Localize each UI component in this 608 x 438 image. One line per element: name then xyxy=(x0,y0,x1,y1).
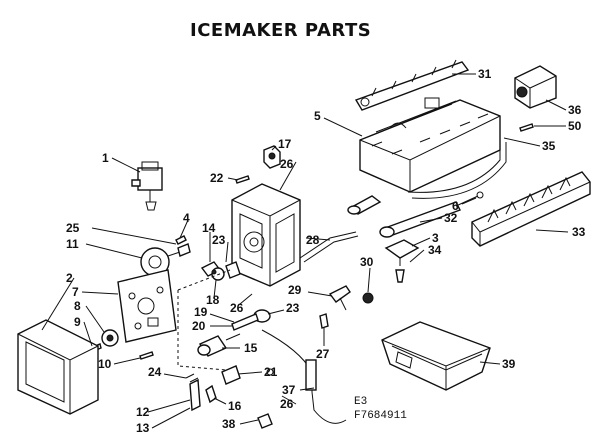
callout-14: 14 xyxy=(202,221,216,235)
callout-26a: 26 xyxy=(280,157,294,171)
callout-35: 35 xyxy=(542,139,556,153)
callout-2: 2 xyxy=(66,271,73,285)
callout-29: 29 xyxy=(288,283,302,297)
lever-part xyxy=(328,285,351,311)
end-cap-part xyxy=(514,65,557,109)
callout-3: 3 xyxy=(432,231,439,245)
motor-part xyxy=(140,243,191,277)
screw-10-part xyxy=(139,351,154,360)
screw-22-part xyxy=(235,175,250,184)
callout-38: 38 xyxy=(222,417,236,431)
mounting-bracket-part xyxy=(384,239,420,283)
diagram-title: ICEMAKER PARTS xyxy=(190,20,371,41)
ice-bucket-part xyxy=(381,321,491,391)
mounting-plate-part xyxy=(117,269,177,343)
wire-harness-part xyxy=(261,329,347,424)
callout-37: 37 xyxy=(282,383,296,397)
screw-4-part xyxy=(175,235,187,245)
front-cover-box-part xyxy=(17,319,99,415)
model-code: F7684911 xyxy=(354,410,407,422)
callout-26c: 26 xyxy=(280,397,294,411)
switch-assembly-part xyxy=(185,365,274,429)
housing-part xyxy=(231,183,301,287)
leader-lines xyxy=(41,73,569,429)
callout-9: 9 xyxy=(74,315,81,329)
fill-trough-part xyxy=(347,191,484,238)
callout-39: 39 xyxy=(502,357,516,371)
callout-16: 16 xyxy=(228,399,242,413)
callout-36: 36 xyxy=(568,103,582,117)
screw-50-part xyxy=(519,123,534,132)
assembly-guide-lines xyxy=(177,269,231,371)
ice-mold-part xyxy=(359,97,501,193)
callout-13: 13 xyxy=(136,421,150,435)
callout-24: 24 xyxy=(148,365,162,379)
callout-25: 25 xyxy=(66,221,80,235)
water-valve-part xyxy=(131,161,163,211)
nut-part xyxy=(362,292,374,304)
callout-28: 28 xyxy=(306,233,320,247)
screw-27-part xyxy=(319,313,329,329)
callout-31: 31 xyxy=(478,67,492,81)
switch-gear-cluster xyxy=(200,261,241,281)
callout-11: 11 xyxy=(66,237,79,251)
heater-wire-part xyxy=(407,140,507,199)
callout-15: 15 xyxy=(244,341,258,355)
callout-26b: 26 xyxy=(230,301,244,315)
callout-18: 18 xyxy=(206,293,220,307)
callout-20: 20 xyxy=(192,319,206,333)
shutoff-arm-part xyxy=(299,231,359,263)
timing-motor-part xyxy=(197,333,241,357)
ejector-bar-part xyxy=(354,59,470,111)
callout-22: 22 xyxy=(210,171,224,185)
section-code: E3 xyxy=(354,396,367,408)
callout-21: 21 xyxy=(264,365,278,379)
callout-33: 33 xyxy=(572,225,586,239)
callout-8: 8 xyxy=(74,299,81,313)
callout-6: 6 xyxy=(452,199,459,213)
callout-7: 7 xyxy=(72,285,79,299)
callout-4: 4 xyxy=(183,211,190,225)
callout-17: 17 xyxy=(278,137,292,151)
callout-10: 10 xyxy=(98,357,112,371)
callout-23b: 23 xyxy=(286,301,300,315)
callout-5: 5 xyxy=(314,109,321,123)
callout-12: 12 xyxy=(136,405,150,419)
thermostat-part xyxy=(263,145,281,169)
callout-34: 34 xyxy=(428,243,442,257)
callout-50: 50 xyxy=(568,119,582,133)
callout-1: 1 xyxy=(102,151,109,165)
callout-27: 27 xyxy=(316,347,330,361)
front-cover-part xyxy=(471,171,591,247)
cam-shaft-part xyxy=(231,309,271,331)
callout-32: 32 xyxy=(444,211,458,225)
callout-23a: 23 xyxy=(212,233,226,247)
callout-labels: 1 2 3 4 5 6 7 8 9 10 11 12 13 14 15 16 1… xyxy=(66,67,586,435)
callout-30: 30 xyxy=(360,255,374,269)
callout-19: 19 xyxy=(194,305,208,319)
